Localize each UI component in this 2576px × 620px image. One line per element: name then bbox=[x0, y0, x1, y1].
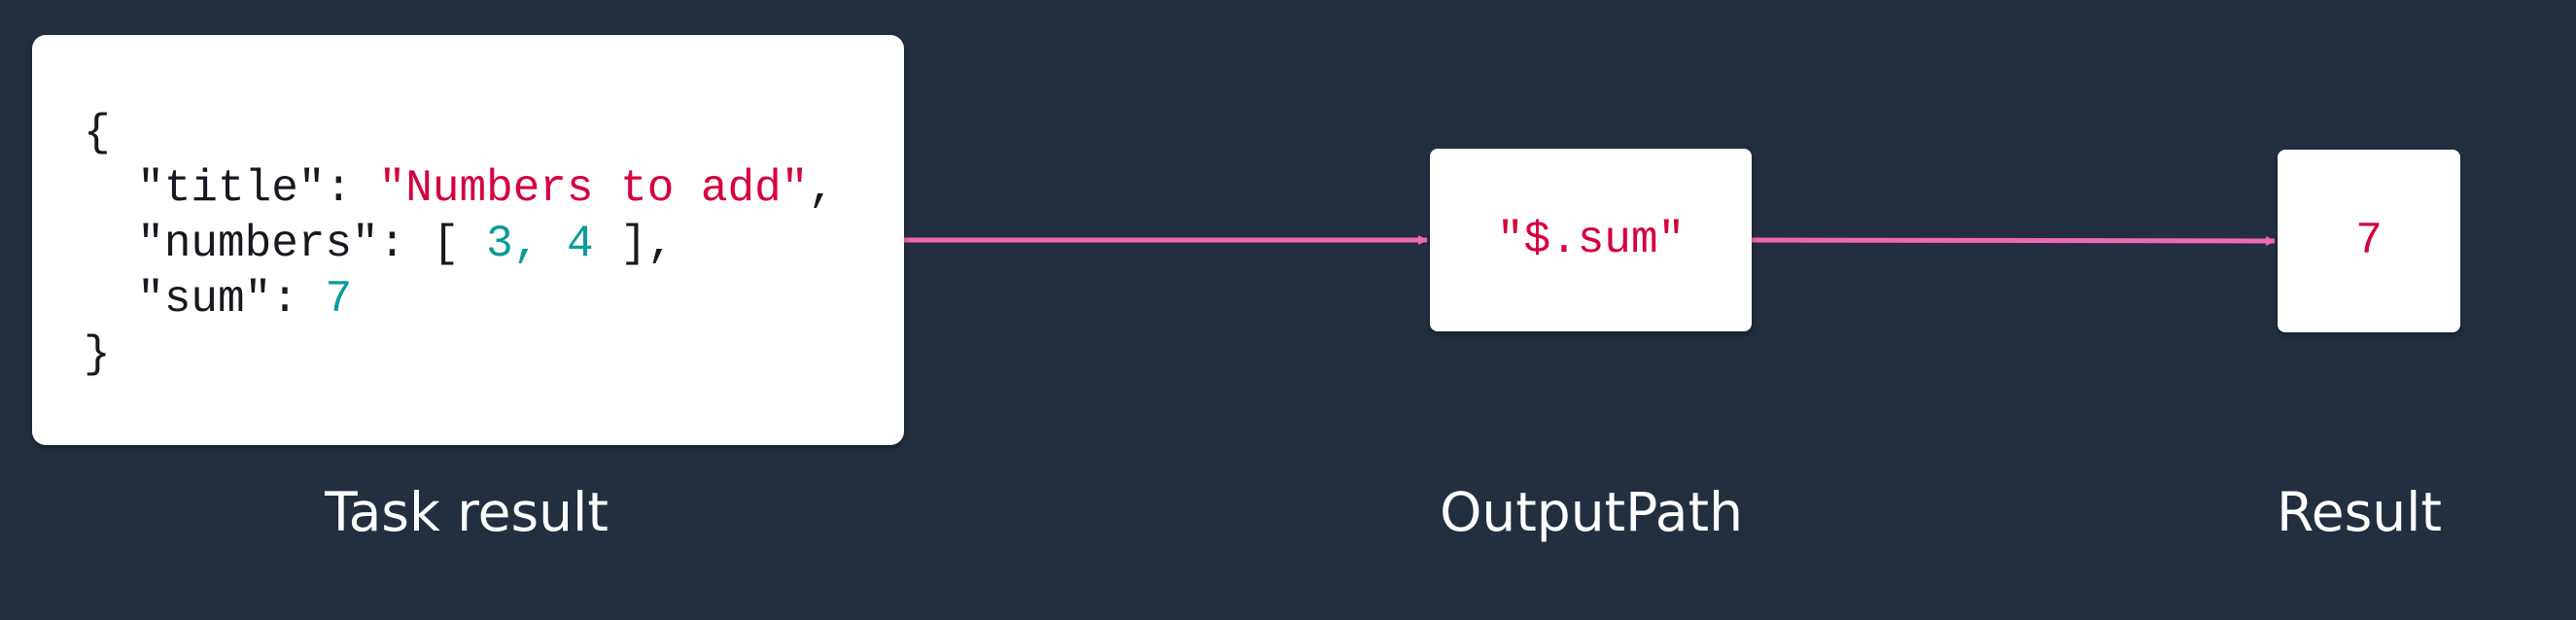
task-result-card: { "title": "Numbers to add", "numbers": … bbox=[32, 35, 904, 445]
json-sum-value: 7 bbox=[325, 274, 353, 325]
json-title-key: "title" bbox=[137, 163, 326, 214]
json-number-2: 4 bbox=[566, 219, 594, 269]
result-caption: Result bbox=[2277, 481, 2442, 543]
outputpath-card: "$.sum" bbox=[1430, 149, 1752, 331]
json-number-1: 3 bbox=[486, 219, 513, 269]
json-sum-key: "sum" bbox=[137, 274, 272, 325]
json-numbers-close: ] bbox=[620, 219, 647, 269]
result-card: 7 bbox=[2278, 150, 2460, 332]
result-value: 7 bbox=[2355, 216, 2383, 266]
outputpath-expression: "$.sum" bbox=[1496, 215, 1686, 265]
task-result-json: { "title": "Numbers to add", "numbers": … bbox=[84, 108, 835, 380]
outputpath-caption: OutputPath bbox=[1440, 481, 1743, 543]
json-open-brace: { bbox=[84, 108, 111, 158]
json-close-brace: } bbox=[84, 329, 111, 380]
task-result-caption: Task result bbox=[325, 481, 609, 543]
json-title-value: "Numbers to add" bbox=[378, 163, 809, 214]
json-numbers-open: [ bbox=[432, 219, 460, 269]
json-numbers-key: "numbers" bbox=[137, 219, 379, 269]
arrow-outputpath-to-result bbox=[1751, 235, 2276, 246]
